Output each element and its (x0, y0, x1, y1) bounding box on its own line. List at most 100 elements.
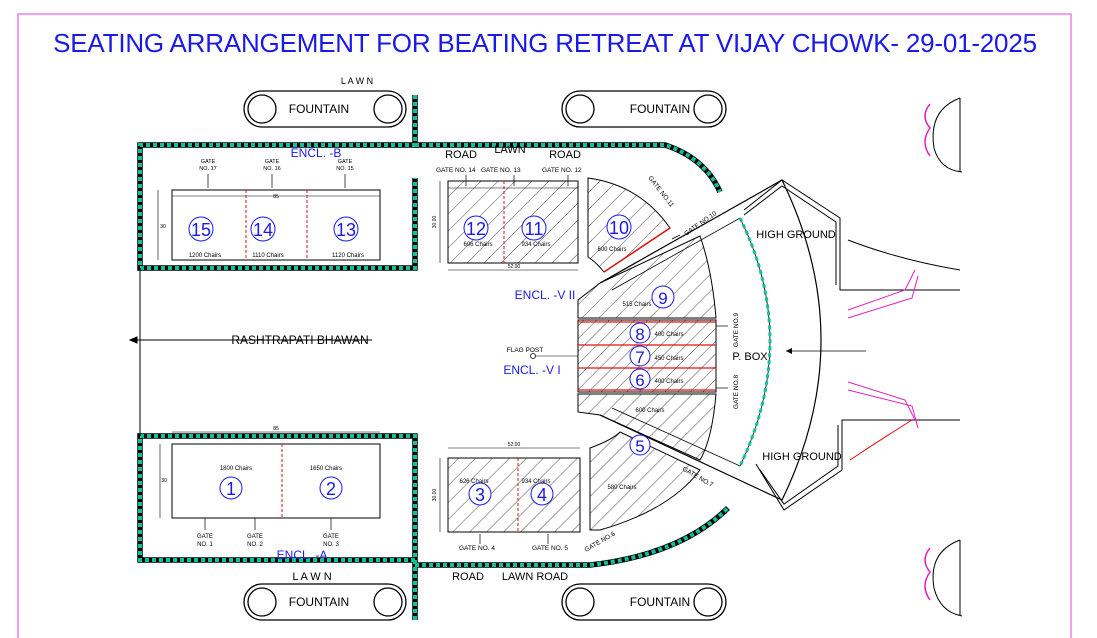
svg-text:NO. 2: NO. 2 (247, 542, 263, 548)
block-14: 14 1110 Chairs (250, 216, 284, 259)
svg-text:GATE: GATE (338, 159, 353, 165)
svg-text:GATE NO. 12: GATE NO. 12 (542, 167, 582, 174)
fountain-label: FOUNTAIN (289, 595, 349, 609)
svg-text:1200 Chairs: 1200 Chairs (189, 253, 221, 259)
svg-text:NO. 17: NO. 17 (199, 166, 216, 172)
svg-text:934 Chairs: 934 Chairs (521, 479, 550, 485)
block-4: 4 934 Chairs (521, 479, 554, 506)
svg-text:15: 15 (191, 220, 211, 240)
lawn-top-label: L A W N (341, 76, 373, 86)
svg-text:GATE: GATE (201, 159, 216, 165)
lawn-bottom-label: L A W N (292, 571, 331, 583)
svg-text:7: 7 (635, 348, 644, 367)
svg-text:12: 12 (466, 219, 486, 239)
block-7: 7 450 Chairs (629, 345, 684, 367)
blocks-3-4: 52.00 30.00 (432, 442, 581, 533)
page-border (17, 13, 1072, 638)
svg-text:GATE: GATE (323, 534, 339, 540)
lawn-mid-label: LAWN (494, 144, 525, 156)
gate-8-label: GATE NO.8 (733, 375, 740, 410)
svg-text:GATE NO. 13: GATE NO. 13 (481, 167, 521, 174)
gate-6-label: GATE NO.6 (584, 530, 617, 553)
corner-shape-top-right (924, 97, 963, 173)
svg-text:NO. 16: NO. 16 (263, 166, 280, 172)
svg-text:2: 2 (326, 479, 336, 499)
fountain-bottom-right: FOUNTAIN (561, 583, 727, 621)
svg-text:GATE NO. 4: GATE NO. 4 (459, 545, 495, 552)
svg-text:515 Chairs: 515 Chairs (622, 302, 651, 308)
encl-v2-label: ENCL. -V II (515, 288, 576, 302)
svg-text:6: 6 (635, 371, 644, 390)
svg-text:10: 10 (609, 218, 629, 238)
block-lower-center: 600 Chairs (577, 393, 717, 461)
magenta-ramps (847, 269, 919, 461)
gates-14-13-12: GATE NO. 14 GATE NO. 13 GATE NO. 12 (436, 167, 582, 186)
svg-text:9: 9 (658, 289, 667, 308)
fountain-label: FOUNTAIN (289, 102, 349, 116)
encl-b-label: ENCL. -B (291, 146, 342, 160)
svg-text:1650 Chairs: 1650 Chairs (310, 466, 342, 472)
fence-lines (137, 95, 730, 620)
block-9: 9 515 Chairs (577, 235, 717, 319)
high-ground-top: HIGH GROUND (743, 179, 961, 291)
gates-4-5: GATE NO. 4 GATE NO. 5 (459, 534, 568, 552)
svg-text:30: 30 (160, 224, 166, 230)
svg-text:NO. 1: NO. 1 (197, 542, 213, 548)
svg-text:600 Chairs: 600 Chairs (597, 247, 626, 253)
enclosure-b-blocks: 85 30 (157, 189, 381, 261)
block-3: 3 626 Chairs (459, 479, 492, 506)
svg-text:600 Chairs: 600 Chairs (635, 408, 664, 414)
svg-text:3: 3 (475, 485, 485, 505)
road-label: ROAD (445, 149, 477, 161)
rashtrapati-label: RASHTRAPATI BHAWAN (231, 333, 368, 347)
svg-text:GATE: GATE (265, 159, 280, 165)
svg-text:8: 8 (635, 325, 644, 344)
flag-post: FLAG POST (507, 347, 578, 359)
enclosure-a-blocks: 85 30 (159, 426, 381, 519)
block-10: 10 600 Chairs (587, 177, 671, 273)
corner-shape-bottom-right (924, 539, 963, 617)
lawn-road-label: LAWN ROAD (502, 571, 568, 583)
svg-text:FLAG POST: FLAG POST (507, 347, 544, 354)
block-11: 11 934 Chairs (521, 215, 551, 248)
svg-text:13: 13 (336, 220, 356, 240)
road-label: ROAD (549, 149, 581, 161)
fountain-bottom-left: FOUNTAIN (243, 583, 407, 621)
svg-text:30: 30 (161, 478, 167, 484)
svg-text:52.00: 52.00 (508, 264, 521, 270)
pbox-label: P. BOX (732, 351, 768, 363)
fountain-top-right: FOUNTAIN (561, 90, 727, 128)
svg-text:HIGH GROUND: HIGH GROUND (762, 451, 842, 463)
svg-text:4: 4 (537, 485, 547, 505)
block-15: 15 1200 Chairs (188, 216, 221, 259)
svg-text:1800 Chairs: 1800 Chairs (220, 466, 252, 472)
svg-text:400 Chairs: 400 Chairs (654, 379, 683, 385)
svg-text:11: 11 (525, 219, 544, 239)
main-road (128, 268, 372, 436)
svg-text:5: 5 (635, 437, 644, 456)
svg-text:NO. 15: NO. 15 (336, 166, 353, 172)
svg-text:85: 85 (273, 426, 279, 432)
svg-text:GATE NO. 14: GATE NO. 14 (436, 167, 476, 174)
block-1: 1 1800 Chairs (219, 466, 252, 500)
svg-text:GATE NO. 5: GATE NO. 5 (532, 545, 568, 552)
block-12: 12 606 Chairs (463, 215, 493, 248)
gate-11-label: GATE NO.11 (646, 175, 675, 209)
central-arc (599, 179, 822, 501)
svg-text:52.00: 52.00 (508, 442, 521, 448)
page-title: SEATING ARRANGEMENT FOR BEATING RETREAT … (53, 28, 1037, 58)
svg-text:30.00: 30.00 (432, 216, 438, 229)
block-6: 6 400 Chairs (629, 368, 684, 390)
svg-text:14: 14 (253, 220, 273, 240)
fountain-label: FOUNTAIN (630, 595, 690, 609)
fountain-top-left: FOUNTAIN (243, 90, 407, 128)
svg-text:NO. 3: NO. 3 (323, 542, 339, 548)
svg-text:30.00: 30.00 (432, 489, 438, 502)
svg-text:1110 Chairs: 1110 Chairs (252, 253, 283, 259)
svg-text:GATE: GATE (247, 534, 263, 540)
svg-text:GATE: GATE (197, 534, 213, 540)
svg-text:85: 85 (273, 194, 279, 200)
